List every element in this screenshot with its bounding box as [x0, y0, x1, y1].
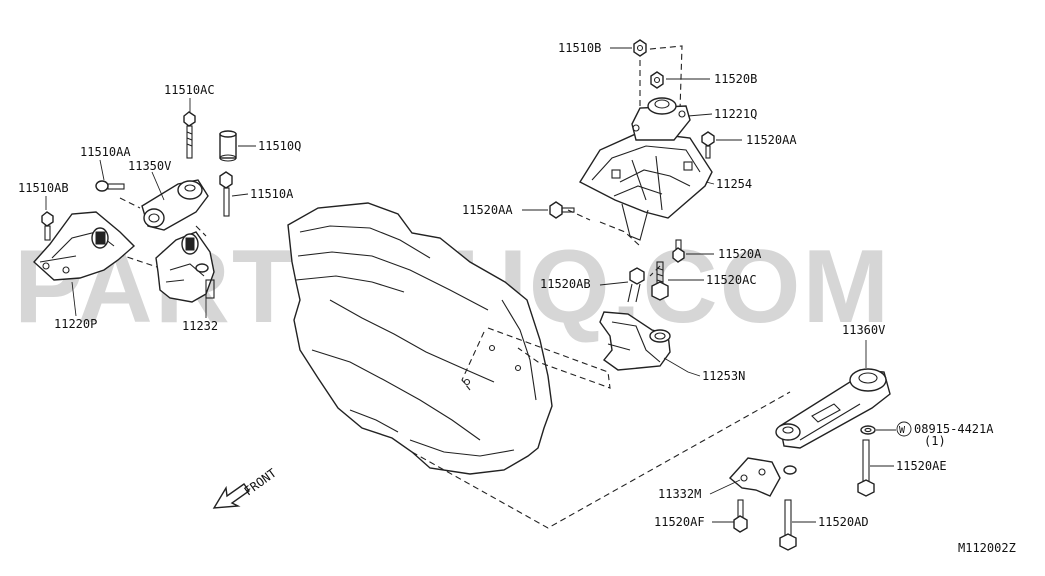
mount-11220p [33, 211, 136, 281]
front-direction-arrow: FRONT [212, 466, 279, 509]
washer-symbol-circle [896, 421, 912, 437]
torque-rod-11350v [141, 179, 209, 231]
bolt-11520ad [779, 465, 797, 551]
label-11520ad: 11520AD [818, 515, 869, 529]
label-11520aa-top: 11520AA [746, 133, 797, 147]
label-11221q: 11221Q [714, 107, 757, 121]
label-11510a: 11510A [250, 187, 294, 201]
label-11510aa: 11510AA [80, 145, 131, 159]
bolt-11520aa-top [701, 131, 715, 159]
label-11520af: 11520AF [654, 515, 705, 529]
label-11520a: 11520A [718, 247, 762, 261]
nut-11520b [650, 71, 664, 89]
part-labels: 11510B 11520B 11221Q 11520AA 11254 11520… [18, 41, 1016, 555]
label-11253n: 11253N [702, 369, 745, 383]
label-11510b: 11510B [558, 41, 601, 55]
label-11520ab: 11520AB [540, 277, 591, 291]
label-11220p: 11220P [54, 317, 97, 331]
washer-08915 [860, 425, 876, 435]
bolt-11510ab [41, 211, 54, 241]
label-11332m: 11332M [658, 487, 701, 501]
bolt-11520aa-left [549, 201, 575, 219]
diagram-code: M112002Z [958, 541, 1016, 555]
label-11510ac: 11510AC [164, 83, 215, 97]
label-11510ab: 11510AB [18, 181, 69, 195]
label-11232: 11232 [182, 319, 218, 333]
nut-11510b [633, 39, 647, 57]
stud-11520ac [651, 261, 669, 301]
mount-bracket-11254 [579, 131, 713, 241]
bolt-11510ac [183, 111, 196, 159]
label-08915-4421a: 08915-4421A [914, 422, 994, 436]
bolt-11520ab [627, 267, 645, 303]
label-11350v: 11350V [128, 159, 171, 173]
label-11520b: 11520B [714, 72, 757, 86]
bolt-11520a [672, 239, 685, 263]
torque-rod-11360v [775, 368, 891, 449]
bracket-11332m [728, 457, 781, 497]
label-11520aa-left: 11520AA [462, 203, 513, 217]
insulator-11221q [631, 97, 691, 141]
assembly-lines [117, 45, 791, 529]
bracket-11232 [155, 231, 215, 303]
washer-symbol: W [899, 425, 906, 436]
label-11520ac: 11520AC [706, 273, 757, 287]
front-label: FRONT [242, 466, 279, 499]
label-11254: 11254 [716, 177, 752, 191]
label-08915-qty: (1) [924, 434, 946, 448]
bolt-11520af [733, 499, 748, 533]
bolt-11520ae [857, 439, 875, 497]
label-11360v: 11360V [842, 323, 885, 337]
leader-lines [45, 47, 896, 523]
bolt-11510a [219, 171, 233, 217]
engine-block [287, 202, 553, 475]
label-11520ae: 11520AE [896, 459, 947, 473]
label-11510q: 11510Q [258, 139, 301, 153]
bolt-11510aa [95, 180, 125, 192]
spacer-11510q [219, 130, 237, 162]
